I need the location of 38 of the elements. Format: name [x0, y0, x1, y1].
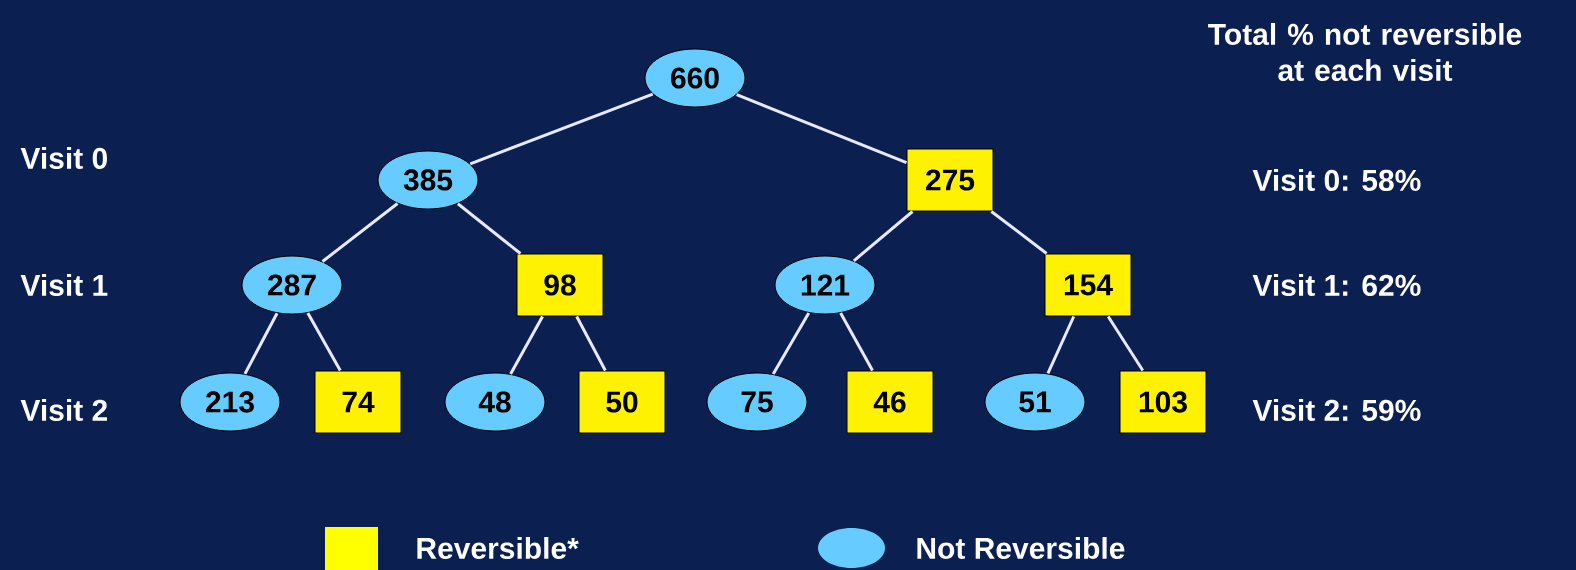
connector-line [1106, 315, 1145, 372]
connector-line [306, 312, 342, 372]
ellipse-node: 121 [774, 255, 876, 315]
square-node: 74 [314, 370, 402, 434]
connector-line [456, 202, 522, 255]
connector-line [990, 210, 1048, 255]
legend-label: Not Reversible [917, 537, 1125, 559]
ellipse-node: 75 [706, 372, 808, 432]
square-node: 98 [516, 253, 604, 317]
ellipse-node: 660 [644, 48, 746, 108]
text-label: Visit 2 [20, 399, 107, 421]
ellipse-node: 48 [444, 372, 546, 432]
connector-line [1046, 315, 1076, 375]
square-node: 103 [1119, 370, 1207, 434]
text-label: Visit 0 [20, 147, 107, 169]
connector-line [575, 315, 607, 372]
text-label: Visit 1: 62% [1252, 274, 1421, 296]
connector-line [771, 312, 811, 375]
connector-line [509, 315, 544, 375]
connector-line [839, 312, 874, 372]
connector-line [852, 210, 914, 262]
ellipse-node: 287 [241, 255, 343, 315]
square-node: 46 [846, 370, 934, 434]
ellipse-node: 213 [179, 372, 281, 432]
text-label: Total % not reversible at each visit [1208, 23, 1522, 81]
legend-label: Reversible* [417, 537, 579, 559]
square-node: 50 [578, 370, 666, 434]
ellipse-node: 51 [984, 372, 1086, 432]
square-node: 275 [906, 148, 994, 212]
text-label: Visit 2: 59% [1252, 399, 1421, 421]
connector-line [736, 93, 908, 164]
text-label: Visit 1 [20, 274, 108, 296]
connector-line [321, 202, 399, 263]
connector-line [469, 92, 654, 166]
text-label: Visit 0: 58% [1252, 169, 1421, 191]
connector-line [243, 312, 279, 375]
square-node: 154 [1044, 253, 1132, 317]
ellipse-node: 385 [377, 150, 479, 210]
